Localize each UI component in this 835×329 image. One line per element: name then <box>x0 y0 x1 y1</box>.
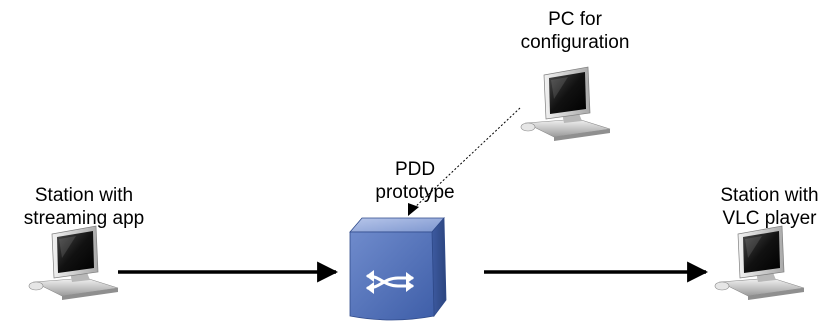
config-pc-label-line1: PC for <box>548 9 602 30</box>
pdd-label-line1: PDD <box>394 159 436 180</box>
config-pc-label-line2: configuration <box>520 32 630 53</box>
sink-station-label-line2: VLC player <box>722 208 817 229</box>
sink-station-label-line1: Station with <box>720 185 819 206</box>
source-station-label-line1: Station with <box>34 185 134 206</box>
config-pc-label: PC for configuration <box>512 8 638 54</box>
config-arrowhead <box>408 203 419 216</box>
pdd-label-line2: prototype <box>375 182 455 203</box>
source-station-icon <box>28 225 119 301</box>
config-pc-icon <box>520 66 611 142</box>
pdd-label: PDD prototype <box>360 158 470 204</box>
sink-station-label: Station with VLC player <box>704 184 835 230</box>
source-station-label: Station with streaming app <box>4 184 164 230</box>
source-station-label-line2: streaming app <box>23 208 145 229</box>
config-dotted-link <box>412 107 521 210</box>
sink-station-icon <box>714 225 805 301</box>
pdd-switch-icon <box>349 216 447 321</box>
